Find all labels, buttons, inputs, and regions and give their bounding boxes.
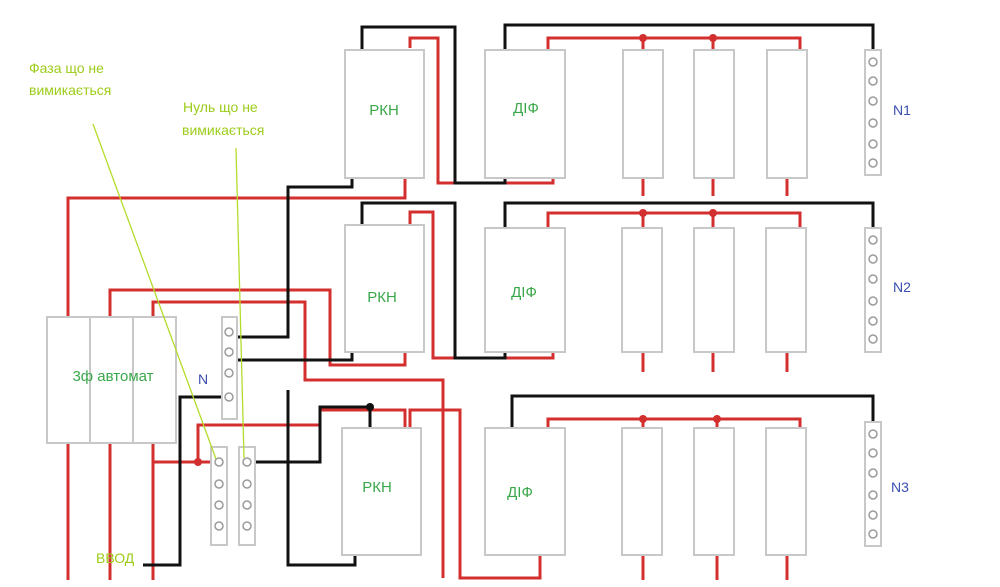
dif-2: ДІФ bbox=[484, 227, 566, 353]
n-main-label: N bbox=[198, 371, 208, 387]
n2-label: N2 bbox=[893, 279, 911, 295]
junction-dot bbox=[713, 415, 721, 423]
breaker-1p bbox=[621, 227, 663, 353]
neutral-wires bbox=[143, 23, 875, 567]
n3-label: N3 bbox=[891, 479, 909, 495]
neutral-bus-n1: N1 bbox=[864, 49, 911, 176]
breaker-label: 3ф автомат bbox=[72, 368, 153, 385]
rkn-3: РКН bbox=[341, 427, 422, 556]
rkn-label: РКН bbox=[367, 289, 397, 306]
note-phase-line2: вимикається bbox=[29, 82, 111, 98]
rkn-1: РКН bbox=[344, 49, 425, 179]
neutral-bus-n3: N3 bbox=[864, 421, 909, 547]
dif-3: ДІФ bbox=[484, 427, 566, 556]
junction-dot bbox=[194, 458, 202, 466]
note-phase-line1: Фаза що не bbox=[29, 60, 104, 76]
phase-wires bbox=[66, 36, 802, 580]
breaker-1p bbox=[622, 49, 664, 179]
input-terminal-neutral bbox=[238, 446, 256, 546]
annotations: Фаза що не вимикається Нуль що не вимика… bbox=[29, 60, 264, 566]
junction-dot bbox=[639, 415, 647, 423]
input-terminal-phase bbox=[210, 446, 228, 546]
n1-label: N1 bbox=[893, 102, 911, 118]
breaker-1p bbox=[693, 427, 735, 556]
vvod-label: ВВОД bbox=[96, 550, 135, 566]
breaker-1p bbox=[693, 49, 735, 179]
breaker-1p bbox=[765, 427, 807, 556]
junction-dots bbox=[194, 34, 721, 466]
neutral-bus-main: N bbox=[198, 316, 238, 420]
breaker-1p bbox=[766, 49, 808, 179]
junction-dot bbox=[639, 209, 647, 217]
breakers-row-1 bbox=[622, 49, 808, 179]
breakers-row-3 bbox=[621, 427, 807, 556]
breaker-1p bbox=[621, 427, 663, 556]
breaker-1p bbox=[765, 227, 807, 353]
breaker-1p bbox=[693, 227, 735, 353]
note-neutral-line2: вимикається bbox=[182, 122, 264, 138]
dif-label: ДІФ bbox=[511, 284, 537, 301]
dif-1: ДІФ bbox=[484, 49, 566, 179]
junction-dot bbox=[709, 209, 717, 217]
neutral-bus-n2: N2 bbox=[864, 227, 911, 353]
dif-label: ДІФ bbox=[513, 100, 539, 117]
junction-dot bbox=[366, 403, 374, 411]
breaker-3f: 3ф автомат bbox=[46, 316, 177, 444]
breakers-row-2 bbox=[621, 227, 807, 353]
junction-dot bbox=[709, 34, 717, 42]
dif-label: ДІФ bbox=[507, 484, 533, 501]
rkn-label: РКН bbox=[362, 479, 392, 496]
rkn-2: РКН bbox=[344, 224, 425, 353]
rkn-label: РКН bbox=[369, 102, 399, 119]
note-neutral-line1: Нуль що не bbox=[183, 99, 258, 115]
junction-dot bbox=[639, 34, 647, 42]
